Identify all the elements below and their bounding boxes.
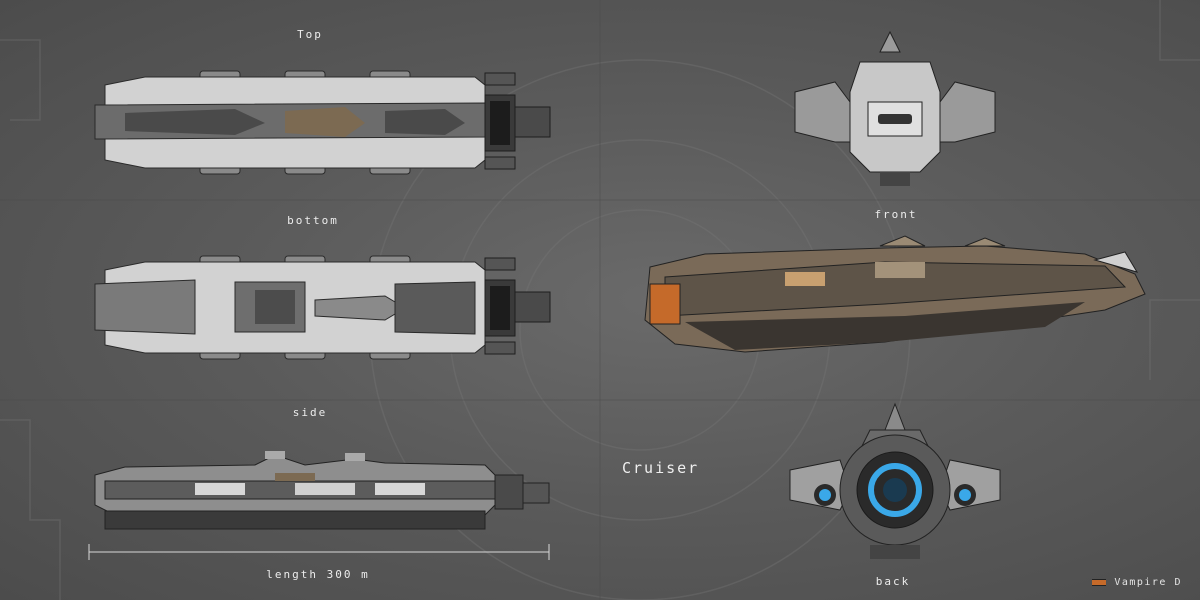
ship-front-view <box>794 30 996 186</box>
ship-back-view <box>789 402 1001 559</box>
view-label-side: side <box>292 406 328 419</box>
ship-perspective-view <box>644 235 1146 353</box>
ship-top-view <box>94 70 551 175</box>
scale-bar <box>88 544 550 560</box>
view-label-bottom: bottom <box>287 214 339 227</box>
brand-signature: Vampire D <box>1092 577 1182 588</box>
scale-label: length 300 m <box>266 568 370 581</box>
ship-side-view <box>94 451 550 530</box>
ship-bottom-view <box>94 255 551 360</box>
view-label-top: Top <box>297 28 323 41</box>
brand-mark-icon <box>1092 579 1107 586</box>
ship-class-title: Cruiser <box>622 459 700 477</box>
brand-name: Vampire D <box>1114 577 1182 588</box>
view-label-front: front <box>874 208 918 221</box>
view-label-back: back <box>875 575 911 588</box>
